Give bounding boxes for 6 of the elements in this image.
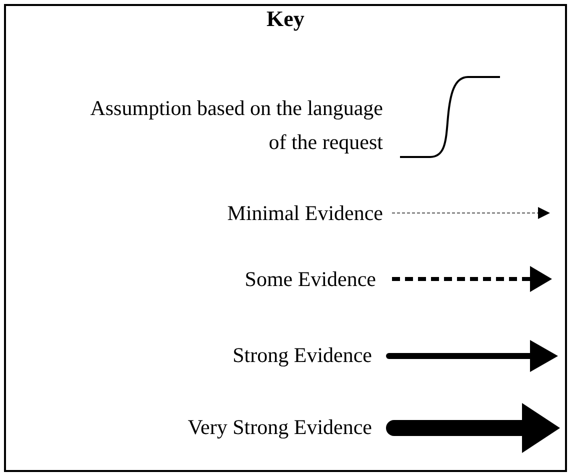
key-title: Key xyxy=(266,6,306,32)
legend-text: Minimal Evidence xyxy=(226,200,383,227)
legend-text: Assumption based on the language of the request xyxy=(89,95,383,156)
legend-text: Some Evidence xyxy=(244,266,376,293)
legend-text: Very Strong Evidence xyxy=(186,414,372,441)
legend-text: Strong Evidence xyxy=(232,342,372,369)
